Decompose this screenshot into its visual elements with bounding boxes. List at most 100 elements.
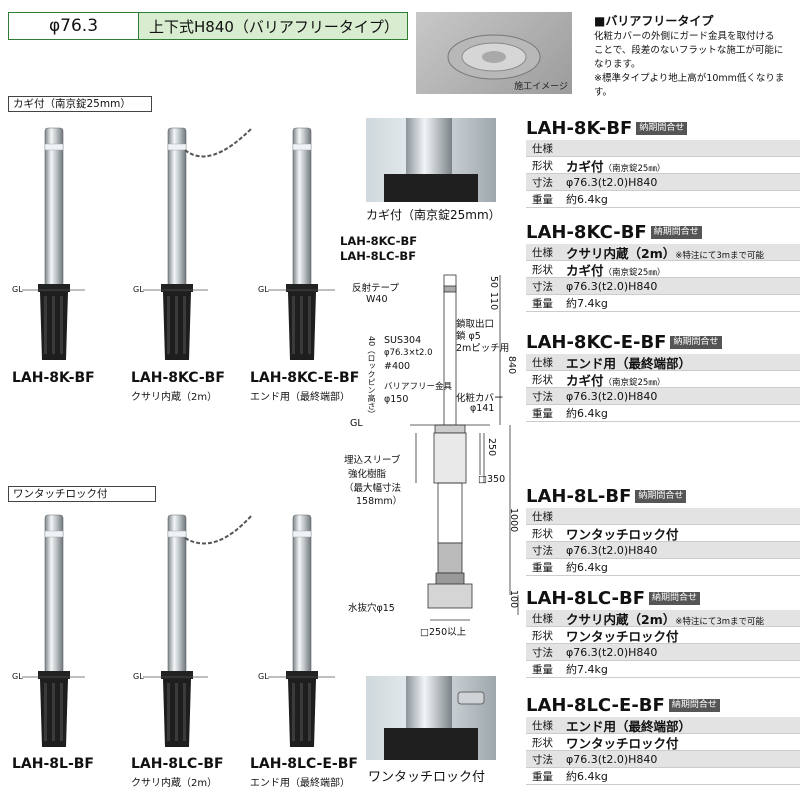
label-w40: W40 — [366, 294, 388, 305]
closeup-onetouch-image — [384, 676, 485, 760]
dim-50: 50 — [488, 276, 499, 289]
label-reflect-tape: 反射テープ — [352, 283, 399, 294]
spec-key: 重量 — [532, 770, 553, 783]
gl-label: GL — [258, 672, 269, 681]
spec-key: 形状 — [532, 527, 553, 540]
spec-key: 仕様 — [532, 510, 553, 523]
spec-value: 約7.4kg — [566, 663, 608, 676]
spec-key: 仕様 — [532, 246, 553, 259]
gl-label: GL — [133, 672, 144, 681]
spec-value: 約6.4kg — [566, 193, 608, 206]
post-model-sub: クサリ内蔵（2m） — [131, 392, 218, 403]
lead-time-badge: 納期問合せ — [668, 698, 720, 712]
spec-key: 寸法 — [532, 753, 553, 766]
spec-key: 形状 — [532, 263, 553, 276]
spec-key: 寸法 — [532, 646, 553, 659]
label-lock-exit: 鎖取出口 — [456, 319, 495, 330]
product-title: 上下式H840（バリアフリータイプ） — [139, 13, 407, 39]
label-cover: 化粧カバー — [456, 393, 504, 404]
closeup-onetouch-photo — [366, 676, 496, 760]
label-guard: バリアフリー金具 — [384, 382, 453, 392]
spec-note: ※特注にて3mまで可能 — [675, 250, 765, 261]
spec-value: 約6.4kg — [566, 770, 608, 783]
spec-key: 寸法 — [532, 280, 553, 293]
label-pipe: φ76.3×t2.0 — [384, 348, 433, 358]
post-model-sub: クサリ内蔵（2m） — [131, 778, 218, 789]
spec-model-name: LAH-8L-BF — [526, 485, 632, 507]
spec-key: 仕様 — [532, 612, 553, 625]
label-chain: 鎖 φ5 — [456, 331, 481, 342]
lead-time-badge: 納期問合せ — [670, 335, 722, 349]
spec-value: ワンタッチロック付 — [566, 526, 679, 542]
barrier-line: 化粧カバーの外側にガード金具を取付ける — [594, 31, 775, 42]
closeup-onetouch-caption: ワンタッチロック付 — [368, 770, 486, 785]
post-model-sub: エンド用（最終端部） — [250, 778, 350, 789]
photo-caption: 施工イメージ — [514, 82, 568, 92]
spec-key: 重量 — [532, 561, 553, 574]
spec-key: 形状 — [532, 159, 553, 172]
spec-key: 仕様 — [532, 356, 553, 369]
label-sus: SUS304 — [384, 335, 422, 346]
spec-model-name: LAH-8LC-BF — [526, 587, 646, 609]
spec-value: 約6.4kg — [566, 407, 608, 420]
spec-key: 仕様 — [532, 719, 553, 732]
group-label-key: カギ付（南京錠25mm） — [8, 96, 152, 112]
label-d150: φ150 — [384, 394, 409, 405]
barrier-line: ことで、段差のないフラットな施工が可能に — [594, 45, 784, 56]
post-model-name: LAH-8KC-E-BF — [250, 370, 360, 386]
gl-label: GL — [12, 672, 23, 681]
post-illustrations — [22, 127, 335, 748]
spec-key: 形状 — [532, 736, 553, 749]
spec-value: φ76.3(t2.0)H840 — [566, 175, 658, 189]
spec-value: カギ付 — [566, 262, 604, 278]
product-header: φ76.3 上下式H840（バリアフリータイプ） — [8, 12, 408, 40]
post-model-name: LAH-8L-BF — [12, 756, 94, 772]
closeup-key-caption: カギ付（南京錠25mm） — [366, 208, 501, 222]
spec-value: 約6.4kg — [566, 561, 608, 574]
label-sleeve-3: （最大幅寸法 — [344, 483, 402, 494]
label-pitch: 2mピッチ用 — [456, 343, 510, 354]
dim-100: 100 — [508, 590, 519, 609]
spec-note: （南京錠25㎜） — [603, 163, 666, 174]
spec-note: （南京錠25㎜） — [603, 267, 666, 278]
label-d250: □250以上 — [420, 627, 467, 638]
label-sleeve-4: 158mm） — [356, 496, 403, 507]
gl-label: GL — [258, 285, 269, 294]
dim-250: 250 — [486, 438, 497, 457]
spec-value: カギ付 — [566, 158, 604, 174]
post-model-name: LAH-8LC-E-BF — [250, 756, 358, 772]
label-sleeve-1: 埋込スリーブ — [344, 455, 401, 466]
barrier-line: なります。 — [594, 59, 641, 70]
spec-value: カギ付 — [566, 372, 604, 388]
lead-time-badge: 納期問合せ — [649, 591, 701, 605]
installation-image — [447, 34, 541, 80]
gl-label: GL — [12, 285, 23, 294]
label-d350: □350 — [478, 474, 506, 485]
spec-value: クサリ内蔵（2m） — [566, 245, 676, 261]
dimension-drawing — [410, 274, 519, 621]
spec-key: 寸法 — [532, 544, 553, 557]
post-model-sub: エンド用（最終端部） — [250, 392, 350, 403]
label-grit: #400 — [384, 361, 411, 372]
post-model-name: LAH-8LC-BF — [131, 756, 224, 772]
spec-key: 寸法 — [532, 176, 553, 189]
group-label-onetouch: ワンタッチロック付 — [8, 486, 156, 502]
gl-label: GL — [133, 285, 144, 294]
post-lah-8lc-bf — [160, 514, 253, 748]
barrier-free-description: 化粧カバーの外側にガード金具を取付ける ことで、段差のないフラットな施工が可能に… — [594, 30, 800, 100]
spec-key: 重量 — [532, 663, 553, 676]
spec-value: φ76.3(t2.0)H840 — [566, 543, 658, 557]
spec-key: 重量 — [532, 297, 553, 310]
chain-graphic — [184, 127, 253, 158]
spec-value: φ76.3(t2.0)H840 — [566, 279, 658, 293]
spec-model-name: LAH-8K-BF — [526, 117, 633, 139]
post-model-name: LAH-8K-BF — [12, 370, 95, 386]
post-lah-8kc-bf — [160, 127, 253, 361]
post-model-name: LAH-8KC-BF — [131, 370, 225, 386]
spec-value: クサリ内蔵（2m） — [566, 611, 676, 627]
lead-time-badge: 納期問合せ — [650, 225, 702, 239]
